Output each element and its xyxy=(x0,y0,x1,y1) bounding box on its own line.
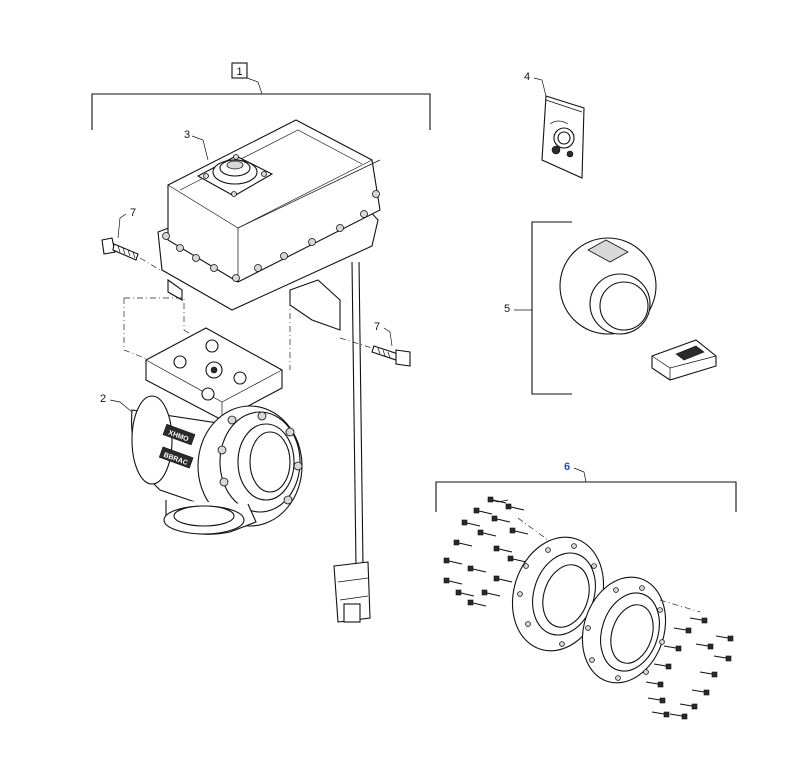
flange-kit-group[interactable]: 6 xyxy=(435,461,737,720)
callout-2-label: 2 xyxy=(100,393,106,405)
bolt-7-right[interactable]: 7 xyxy=(339,321,411,367)
seal-kit-bag[interactable]: 4 xyxy=(524,71,585,179)
flange-right xyxy=(581,576,667,684)
callout-3-label: 3 xyxy=(184,129,190,141)
callout-7a-label: 7 xyxy=(130,207,136,219)
callout-4-label: 4 xyxy=(524,71,530,83)
part-6-bracket xyxy=(435,481,737,512)
actuator-cable[interactable] xyxy=(333,261,371,623)
callout-1-box xyxy=(231,62,248,79)
ball-and-seat-group[interactable]: 5 xyxy=(504,221,717,395)
bolt-7-upper[interactable]: 7 xyxy=(101,207,161,271)
part-5-bracket xyxy=(531,221,572,395)
valve-body[interactable]: 2 XHMO BBRAC xyxy=(100,327,303,535)
assembly-1-bracket xyxy=(91,93,431,130)
callout-1-label: 1 xyxy=(236,66,242,78)
callout-3-leader xyxy=(191,135,209,161)
housing-bolts xyxy=(162,190,380,282)
flange-bolts-right xyxy=(645,617,734,720)
flange-left xyxy=(511,536,605,652)
actuator-housing[interactable]: 3 xyxy=(157,119,381,331)
callout-1-group[interactable]: 1 xyxy=(91,62,431,130)
callout-5-label: 5 xyxy=(504,303,510,315)
indicator-dome xyxy=(196,154,274,197)
cable-connector xyxy=(333,561,371,623)
callout-1-leader xyxy=(246,77,263,95)
flange-bolts-left xyxy=(443,496,529,607)
callout-7b-label: 7 xyxy=(374,321,380,333)
callout-6-label: 6 xyxy=(564,461,570,473)
